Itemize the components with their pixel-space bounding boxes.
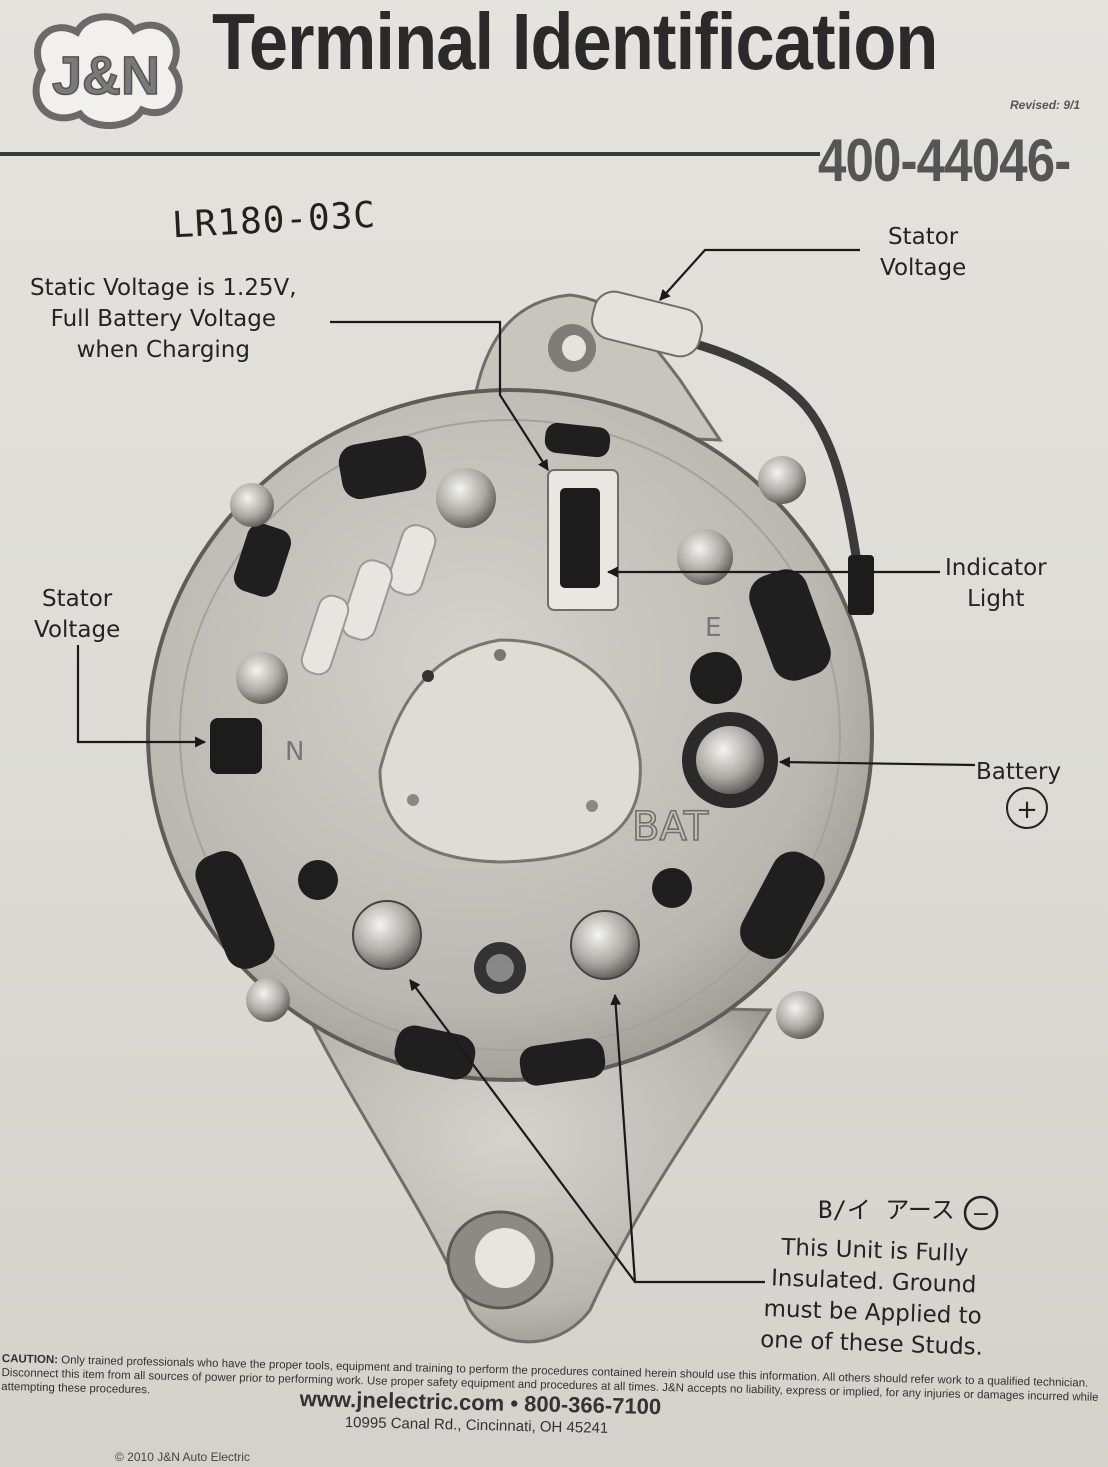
case-bolts [230,456,824,1039]
static-voltage-label: Static Voltage is 1.25V,Full Battery Vol… [30,275,297,363]
jn-logo: J&N [32,13,183,129]
embossed-slots [300,524,437,676]
stator-top-leader [659,248,860,301]
svg-text:−: − [972,1202,990,1227]
stator-wire [591,290,874,615]
header-rule [0,152,820,156]
battery-plus-sign: + [1006,787,1048,829]
battery-leader [778,756,976,768]
stator-left-leader [76,645,207,748]
stator-n-connector [210,718,262,774]
logo-text: J&N [52,46,160,106]
lower-mounting-ear [297,998,773,1344]
leader-lines [76,248,976,1284]
battery-terminal [682,712,778,808]
bat-mark: BAT [632,804,709,850]
copyright: © 2010 J&N Auto Electric [115,1450,250,1464]
revised-date: Revised: 9/1 [1010,98,1081,112]
svg-text:+: + [1016,795,1038,825]
ground-minus-sign: − [963,1195,999,1231]
page-title: Terminal Identification [212,0,938,86]
battery-label: Battery [976,759,1062,785]
ground-leader-right [610,993,637,1283]
indicator-light-connector [547,469,619,611]
ground-studs [298,652,742,994]
ground-handwritten-note: B/イ アース [818,1196,955,1224]
static-voltage-leader [330,320,549,471]
n-mark: N [285,737,304,767]
e-mark: E [705,613,721,643]
part-number: 400-44046- [818,127,1071,194]
